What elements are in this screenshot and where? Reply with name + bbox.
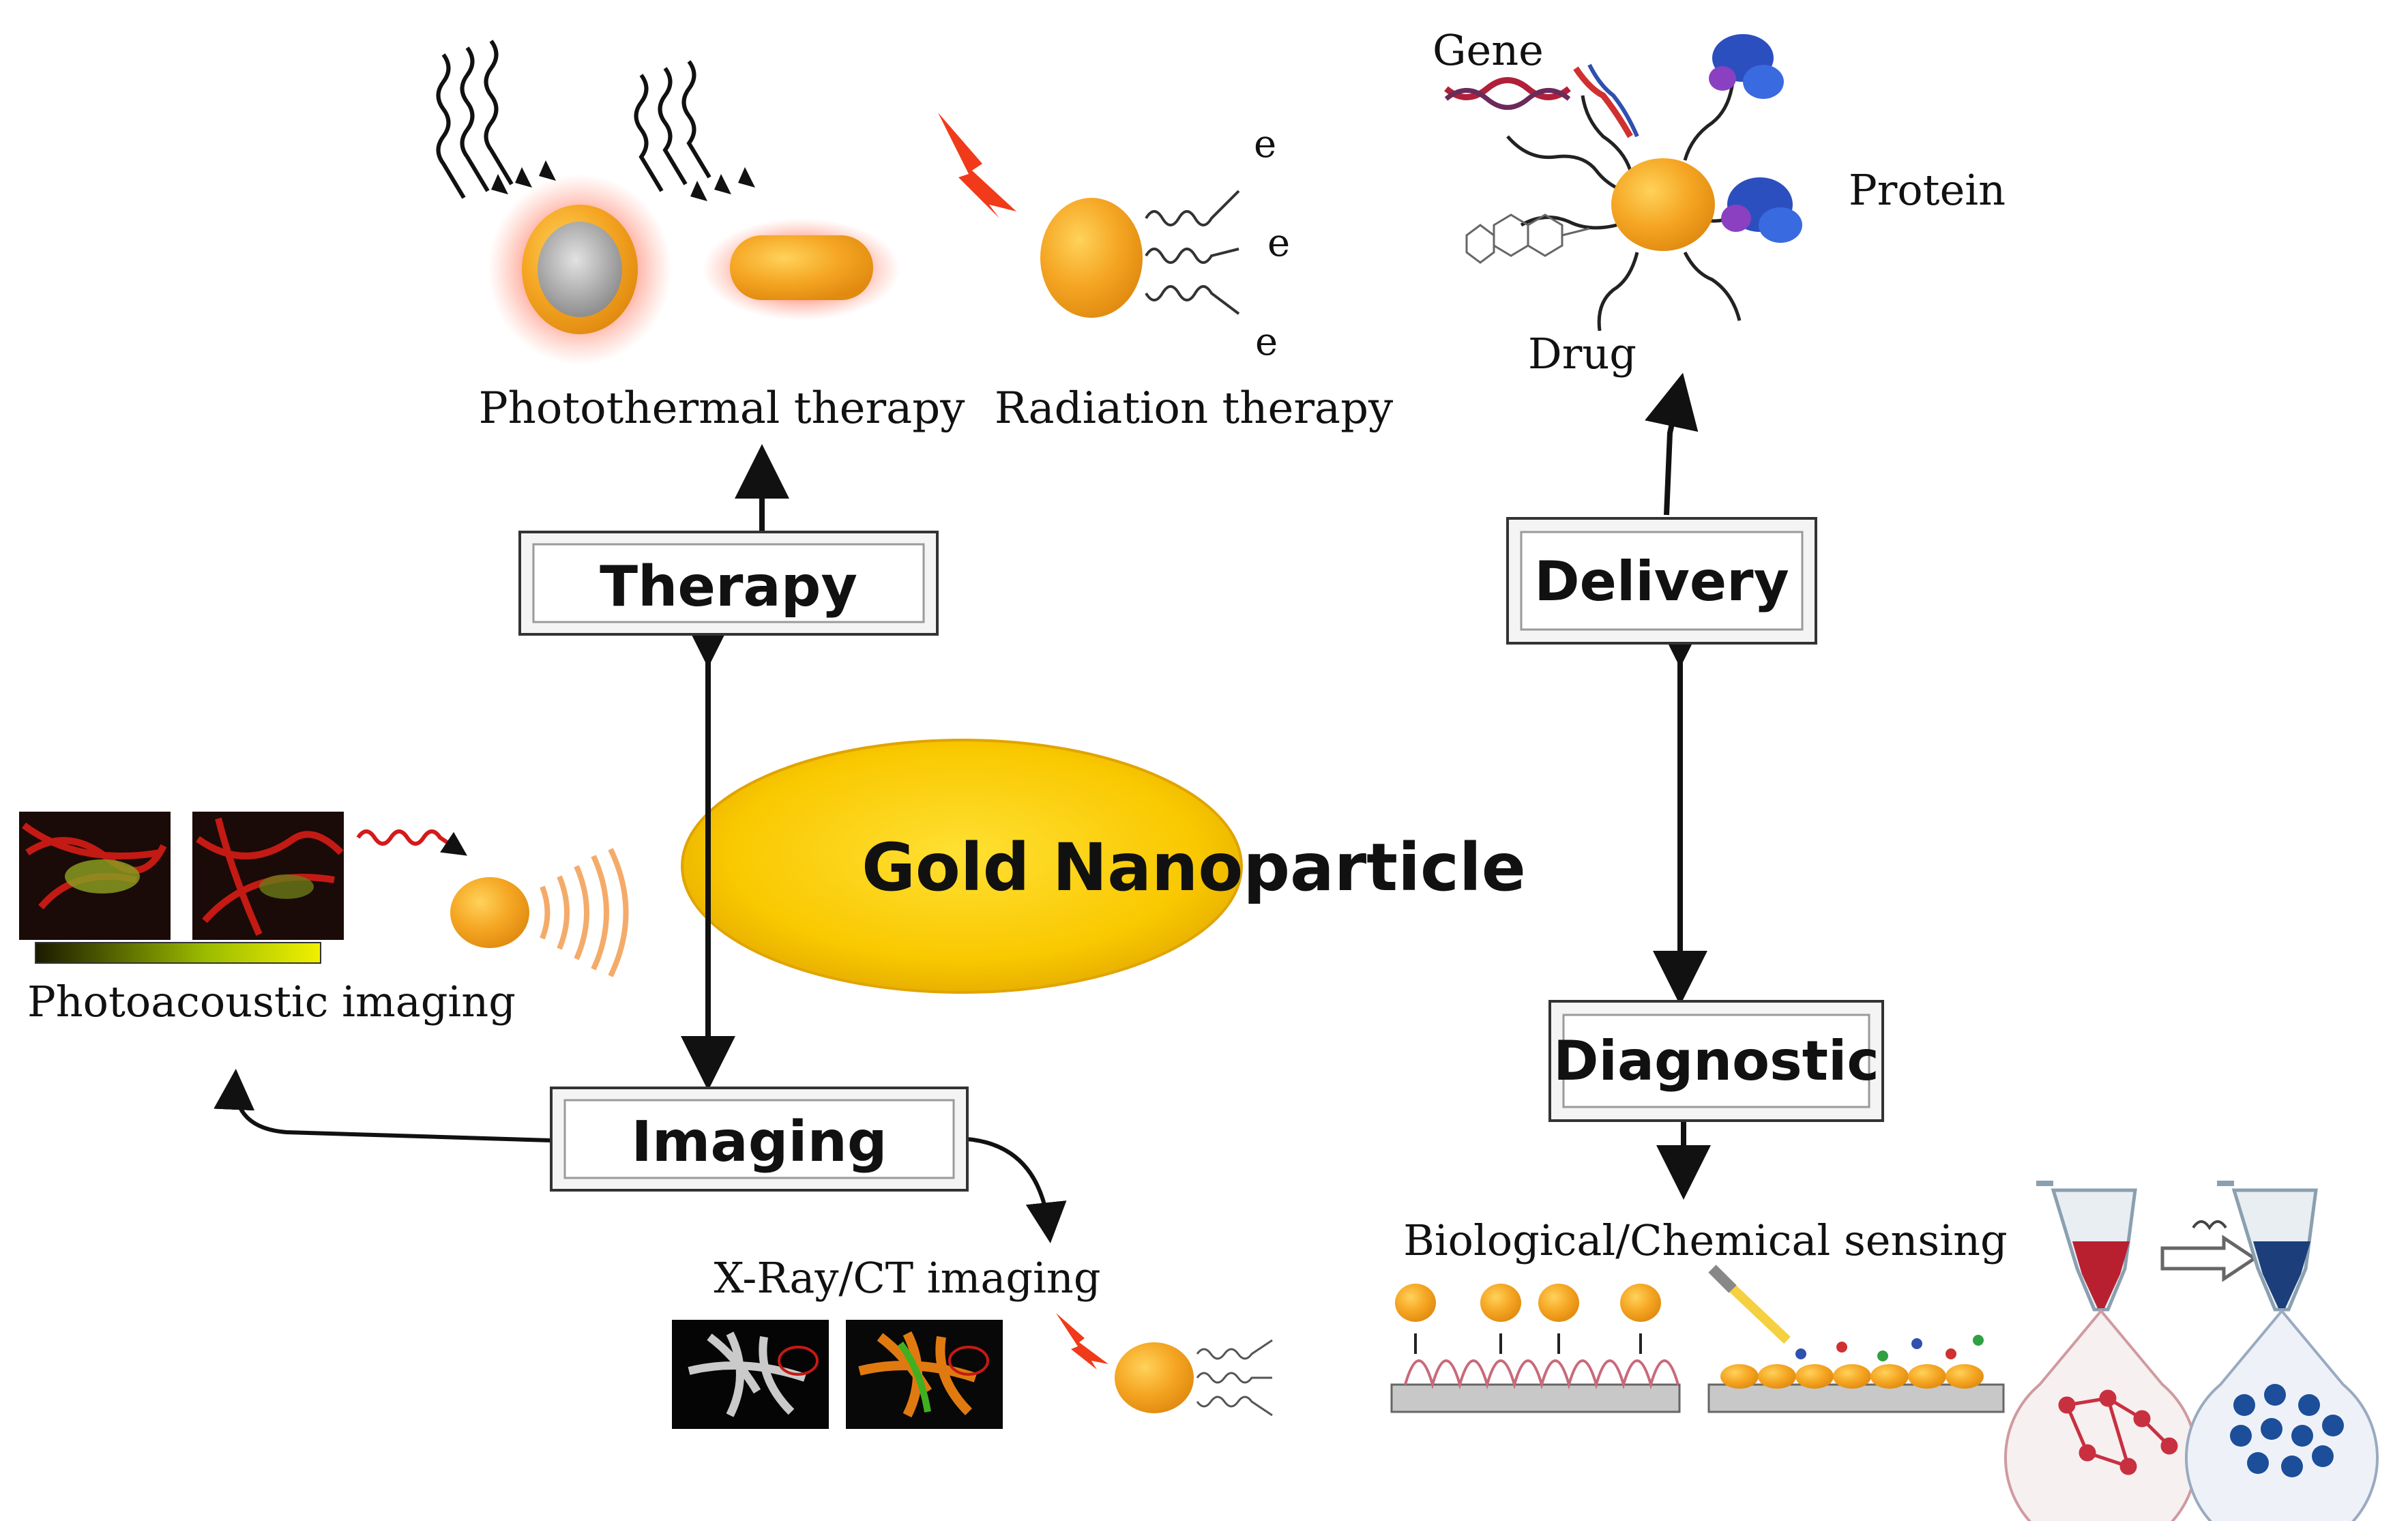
imaging-label: Imaging bbox=[631, 1110, 887, 1175]
electron-symbol: e bbox=[1254, 122, 1276, 166]
radiation-gold-particle bbox=[1040, 198, 1143, 318]
silica-core bbox=[538, 222, 622, 317]
acoustic-wave-icon bbox=[540, 848, 629, 977]
therapy-label: Therapy bbox=[600, 555, 857, 619]
probe-gold-particle bbox=[1538, 1284, 1579, 1322]
tube-after bbox=[2185, 1181, 2379, 1521]
rna-strand-icon bbox=[1573, 66, 1633, 138]
drug-label: Drug bbox=[1528, 329, 1636, 379]
diagnostic-label: Diagnostic bbox=[1553, 1029, 1879, 1093]
analyte-molecules-icon bbox=[1795, 1335, 1984, 1361]
photoacoustic-gold-particle bbox=[450, 877, 529, 948]
emitted-electron-waves bbox=[1196, 1339, 1273, 1417]
photothermal-caption: Photothermal therapy bbox=[479, 383, 965, 434]
arrow-imaging-right bbox=[967, 1137, 1067, 1243]
probe-gold-particle bbox=[1395, 1284, 1436, 1322]
protein-label: Protein bbox=[1849, 165, 2006, 215]
delivery-illustration bbox=[1444, 34, 1802, 331]
xray-image-2 bbox=[846, 1320, 1003, 1429]
imaging-box[interactable]: Imaging bbox=[550, 1087, 969, 1192]
lightning-icon bbox=[938, 113, 1016, 218]
drug-molecule-icon bbox=[1465, 213, 1590, 264]
radiation-caption: Radiation therapy bbox=[995, 383, 1393, 434]
protein-icon bbox=[1721, 177, 1802, 243]
probe-gold-particle bbox=[1480, 1284, 1521, 1322]
gene-label: Gene bbox=[1433, 25, 1544, 75]
sensing-surface-illustration-2 bbox=[1707, 1265, 2005, 1413]
diagnostic-box[interactable]: Diagnostic bbox=[1548, 1000, 1884, 1122]
delivery-label: Delivery bbox=[1534, 550, 1789, 613]
protein-icon bbox=[1709, 34, 1784, 99]
light-wave-icon bbox=[436, 40, 711, 199]
electron-symbol: e bbox=[1267, 221, 1290, 265]
photoacoustic-caption: Photoacoustic imaging bbox=[27, 977, 516, 1027]
laser-wave-icon bbox=[356, 829, 467, 856]
xray-gold-particle bbox=[1115, 1342, 1194, 1413]
laser-beam-icon bbox=[1719, 1275, 1791, 1344]
arrow-delivery-up bbox=[1645, 372, 1699, 516]
xray-caption: X-Ray/CT imaging bbox=[714, 1253, 1100, 1303]
photoacoustic-illustration bbox=[19, 812, 629, 977]
electron-symbol: e bbox=[1255, 320, 1278, 364]
sensing-surface-illustration-1 bbox=[1390, 1284, 1681, 1413]
lightning-icon bbox=[1056, 1313, 1108, 1370]
delivery-gold-particle bbox=[1611, 158, 1715, 251]
photothermal-illustration bbox=[436, 40, 900, 365]
gold-nanorod bbox=[730, 235, 873, 300]
colorimetric-tubes-illustration bbox=[2004, 1181, 2379, 1521]
xray-illustration bbox=[672, 1313, 1273, 1429]
emitted-electron-waves bbox=[1145, 190, 1240, 315]
arrow-imaging-left bbox=[214, 1069, 552, 1142]
radiation-illustration: e e e bbox=[938, 113, 1290, 364]
sensing-caption: Biological/Chemical sensing bbox=[1403, 1215, 2007, 1265]
dna-helix-icon bbox=[1444, 77, 1571, 100]
reaction-arrow-icon bbox=[2160, 1235, 2258, 1282]
therapy-box[interactable]: Therapy bbox=[518, 531, 939, 636]
probe-gold-particle bbox=[1620, 1284, 1661, 1322]
delivery-box[interactable]: Delivery bbox=[1506, 517, 1817, 645]
connector-arrows bbox=[214, 372, 1711, 1243]
photoacoustic-colorbar bbox=[35, 942, 321, 964]
tube-before bbox=[2004, 1181, 2198, 1521]
gold-nanoparticle-label: Gold Nanoparticle bbox=[862, 829, 1526, 906]
